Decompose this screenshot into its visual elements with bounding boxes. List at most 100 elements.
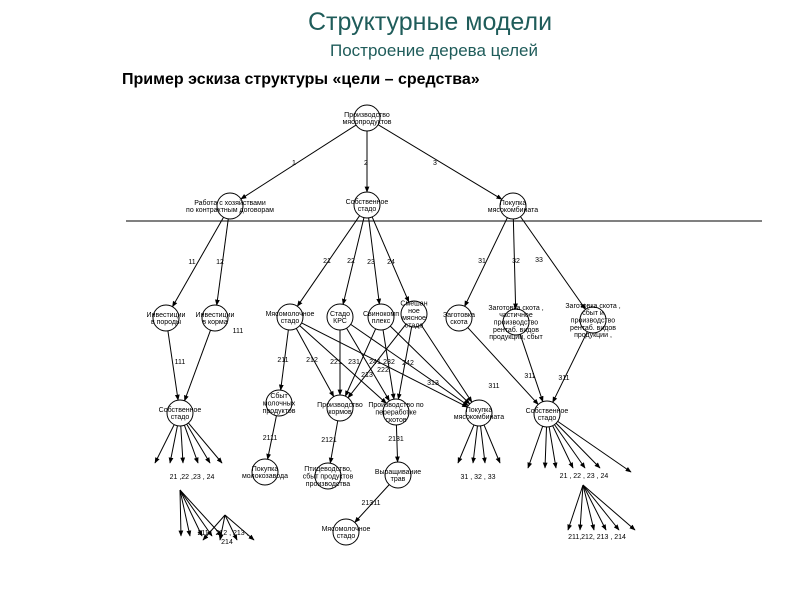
node-circle-b1 <box>166 399 194 427</box>
edge-label-e232: 232 <box>383 359 395 366</box>
fan-edge-bottom-left <box>179 489 223 537</box>
node-circle-n24 <box>400 300 428 328</box>
fan-edge-bottom-right <box>582 484 607 531</box>
edge-n24-b214 <box>420 324 473 403</box>
edge-label-e24: 24 <box>387 259 395 266</box>
node-circle-n12 <box>201 304 229 332</box>
fan-edge-b1 <box>168 425 178 464</box>
fan-edge-b214 <box>457 424 475 464</box>
edge-label-e1: 1 <box>292 160 296 167</box>
leaf-label-l4c: 214 <box>221 539 233 546</box>
fan-edge-b214 <box>480 425 487 464</box>
fan-edge-b3 <box>527 426 544 469</box>
fan-edge-bottom-mid <box>218 514 226 541</box>
node-circle-n11 <box>152 304 180 332</box>
edge-label-e222: 222 <box>377 367 389 374</box>
node-circle-b213 <box>382 398 410 426</box>
edge-label-e242: 242 <box>402 360 414 367</box>
edge-label-e311: 311 <box>524 373 535 380</box>
fan-edge-bottom-right <box>577 484 584 531</box>
fan-edge-bottom-right <box>567 484 584 531</box>
edge-label-e212: 212 <box>306 357 318 364</box>
leaf-label-l1: 21 ,22 ,23 , 24 <box>170 474 215 481</box>
edge-label-e111b: 111 <box>233 328 244 335</box>
fan-edge-bottom-mid <box>224 514 238 541</box>
edge-label-e221: 221 <box>330 359 342 366</box>
edge-label-e11: 11 <box>188 259 195 266</box>
edge-label-e33: 33 <box>535 257 543 264</box>
diagram-edges <box>126 124 762 541</box>
fan-edge-b3 <box>542 426 548 469</box>
fan-edge-b1 <box>183 425 199 464</box>
edge-label-e32: 32 <box>512 258 520 265</box>
fan-edge-bottom-left <box>178 489 184 537</box>
edge-label-e23: 23 <box>367 259 375 266</box>
edge-n3-n31 <box>464 217 508 307</box>
fan-edge-bottom-mid <box>224 514 255 541</box>
edge-n23-b212 <box>344 328 377 397</box>
edge-n32-b3 <box>519 334 544 403</box>
slide-subtitle: Построение дерева целей <box>330 41 538 60</box>
fan-edge-bottom-left <box>179 489 213 537</box>
edge-n21-b214 <box>301 322 468 408</box>
node-circle-n3 <box>499 192 527 220</box>
fan-edge-b214 <box>483 424 501 464</box>
node-circle-n23 <box>367 303 395 331</box>
fan-edge-b3 <box>555 422 601 469</box>
edge-root-n3 <box>377 124 503 200</box>
node-circle-root <box>353 104 381 132</box>
edge-n3-n33 <box>520 216 586 310</box>
fan-edge-b1 <box>180 425 186 464</box>
edge-n11-b1 <box>167 330 180 401</box>
edge-b213-c2131 <box>395 424 400 463</box>
edge-n33-b3 <box>552 331 588 403</box>
edge-label-e21: 21 <box>323 258 331 265</box>
edge-label-e311b: 311 <box>558 375 569 382</box>
edge-label-e2111: 2111 <box>263 435 278 442</box>
edge-n1-n12 <box>215 218 229 306</box>
node-circle-n21 <box>276 303 304 331</box>
fan-edge-bottom-mid <box>202 514 226 541</box>
node-circle-n33 <box>579 306 607 334</box>
edge-n3-n32 <box>512 218 518 310</box>
leaf-label-l4a: 211 , <box>197 530 212 537</box>
node-circle-n32 <box>502 308 530 336</box>
edge-label-e2: 2 <box>364 160 368 167</box>
edge-n22-b213 <box>346 327 390 402</box>
slide-title: Структурные модели <box>307 8 553 36</box>
edge-label-e31: 31 <box>478 258 486 265</box>
edge-n12-b1 <box>184 330 211 402</box>
fan-edge-b1 <box>187 422 223 464</box>
edge-n22-b214 <box>350 323 469 407</box>
fan-edge-b3 <box>557 420 632 473</box>
fan-edge-b1 <box>154 424 175 464</box>
fan-edge-b3 <box>552 425 574 469</box>
edge-b211-c2111 <box>266 415 277 460</box>
node-circle-c2111 <box>251 458 279 486</box>
node-circle-n2 <box>353 191 381 219</box>
edge-n2-n22 <box>341 217 365 305</box>
edge-label-e12: 12 <box>216 259 224 266</box>
fan-edge-b3 <box>548 426 558 469</box>
node-circle-b211 <box>265 389 293 417</box>
edge-label-e2131: 2131 <box>388 436 404 443</box>
edge-n2-n23 <box>368 217 382 305</box>
leaf-label-l3: 21 , 22 , 23 , 24 <box>560 473 609 480</box>
leaf-label-l5: 211,212, 213 , 214 <box>568 534 626 541</box>
fan-edge-b214 <box>471 425 478 464</box>
